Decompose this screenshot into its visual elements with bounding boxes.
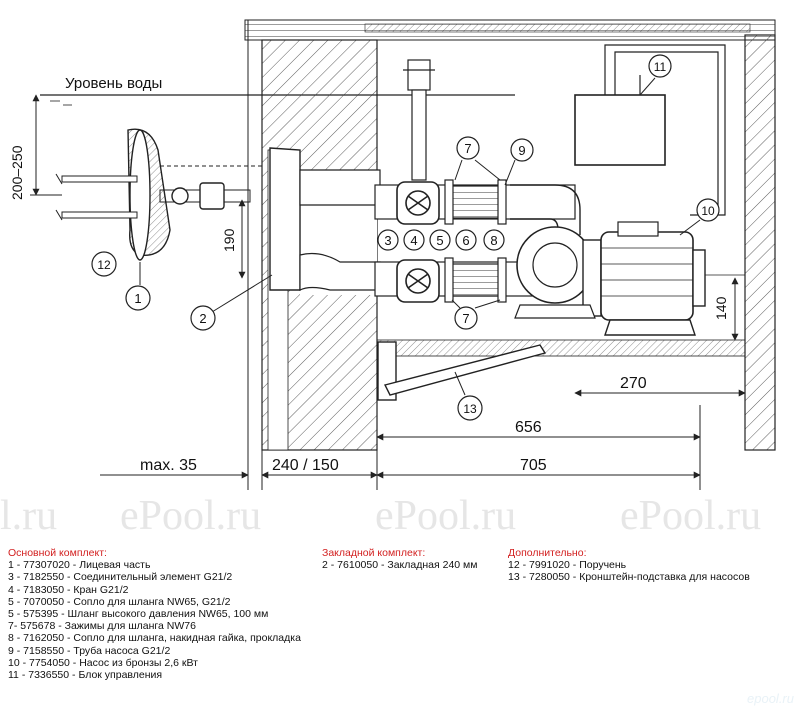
callout-8-label: 8 <box>490 233 497 248</box>
legend-basic-kit: Основной комплект: 1 - 77307020 - Лицева… <box>8 547 301 681</box>
watermark-text: l.ru <box>0 493 58 539</box>
callout-6-label: 6 <box>462 233 469 248</box>
callout-7-top: 7 <box>454 136 501 181</box>
callout-11: 11 <box>639 54 672 96</box>
legend-item: 11 - 7336550 - Блок управления <box>8 669 163 682</box>
callout-13-label: 13 <box>463 402 477 416</box>
callout-11-label: 11 <box>654 60 667 74</box>
dim-705: 705 <box>520 457 547 474</box>
callout-3-label: 3 <box>384 233 391 248</box>
callout-12-label: 12 <box>97 258 111 272</box>
legend-extra-header: Дополнительно: <box>508 547 587 559</box>
callout-9: 9 <box>504 138 534 186</box>
callout-4-label: 4 <box>410 233 417 248</box>
callout-7-bottom: 7 <box>451 299 501 330</box>
callout-7-bottom-label: 7 <box>462 311 469 326</box>
legend-extra: Дополнительно: 12 - 7991020 - Поручень 1… <box>508 547 750 584</box>
legend-item: 1 - 77307020 - Лицевая часть <box>8 559 151 572</box>
callout-13: 13 <box>454 371 483 421</box>
callout-7-top-label: 7 <box>464 141 471 156</box>
callout-5-label: 5 <box>436 233 443 248</box>
callout-1: 1 <box>125 262 151 311</box>
legend-embedded-header: Закладной комплект: <box>322 547 426 559</box>
callout-2-label: 2 <box>199 311 206 326</box>
corner-watermark: epool.ru <box>747 691 794 706</box>
callout-10: 10 <box>679 198 720 236</box>
hose-lower <box>444 257 507 303</box>
legend-item: 5 - 575395 - Шланг высокого давления NW6… <box>8 608 269 621</box>
callout-5: 5 <box>429 229 451 251</box>
legend-item: 13 - 7280050 - Кронштейн-подставка для н… <box>508 571 750 584</box>
valve-lower <box>396 259 440 303</box>
legend-item: 12 - 7991020 - Поручень <box>508 559 627 572</box>
callout-4: 4 <box>403 229 425 251</box>
legend-item: 4 - 7183050 - Кран G21/2 <box>8 583 129 596</box>
dim-656: 656 <box>515 419 542 436</box>
water-level-label: Уровень воды <box>65 75 162 92</box>
right-wall <box>744 34 776 451</box>
pump <box>514 221 706 336</box>
callout-6: 6 <box>455 229 477 251</box>
dim-140: 140 <box>713 296 729 320</box>
legend-basic-header: Основной комплект: <box>8 547 107 559</box>
watermark-text: ePool.ru <box>620 493 762 539</box>
callout-10-label: 10 <box>701 204 715 218</box>
installation-diagram: Уровень воды <box>9 19 776 490</box>
callout-1-label: 1 <box>134 291 141 306</box>
legend-item: 2 - 7610050 - Закладная 240 мм <box>322 559 478 572</box>
callout-12: 12 <box>91 251 117 277</box>
dim-240-150: 240 / 150 <box>272 457 339 474</box>
callout-2: 2 <box>190 274 273 331</box>
legend-embedded-kit: Закладной комплект: 2 - 7610050 - Заклад… <box>322 547 477 571</box>
legend-item: 9 - 7158550 - Труба насоса G21/2 <box>8 644 171 657</box>
dim-200-250: 200–250 <box>9 145 25 200</box>
legend-item: 8 - 7162050 - Сопло для шланга, накидная… <box>8 632 301 645</box>
pump-bracket <box>377 341 547 401</box>
hose-upper <box>444 179 507 225</box>
valve-upper <box>396 181 440 225</box>
callout-8: 8 <box>483 229 505 251</box>
facing-part <box>55 128 262 261</box>
dim-270: 270 <box>620 375 647 392</box>
dimension-lines <box>30 94 746 490</box>
legend-item: 10 - 7754050 - Насос из бронзы 2,6 кВт <box>8 656 198 669</box>
dim-max35: max. 35 <box>140 457 197 474</box>
legend-item: 5 - 7070050 - Сопло для шланга NW65, G21… <box>8 595 231 608</box>
callout-9-label: 9 <box>518 143 525 158</box>
vertical-pipe <box>403 59 435 181</box>
dim-190: 190 <box>221 228 237 252</box>
legend-item: 7- 575678 - Зажимы для шланга NW76 <box>8 620 196 633</box>
deck-top <box>244 19 776 41</box>
legend-item: 3 - 7182550 - Соединительный элемент G21… <box>8 571 233 584</box>
callout-3: 3 <box>377 229 399 251</box>
watermark-text: ePool.ru <box>120 493 262 539</box>
watermark-text: ePool.ru <box>375 493 517 539</box>
